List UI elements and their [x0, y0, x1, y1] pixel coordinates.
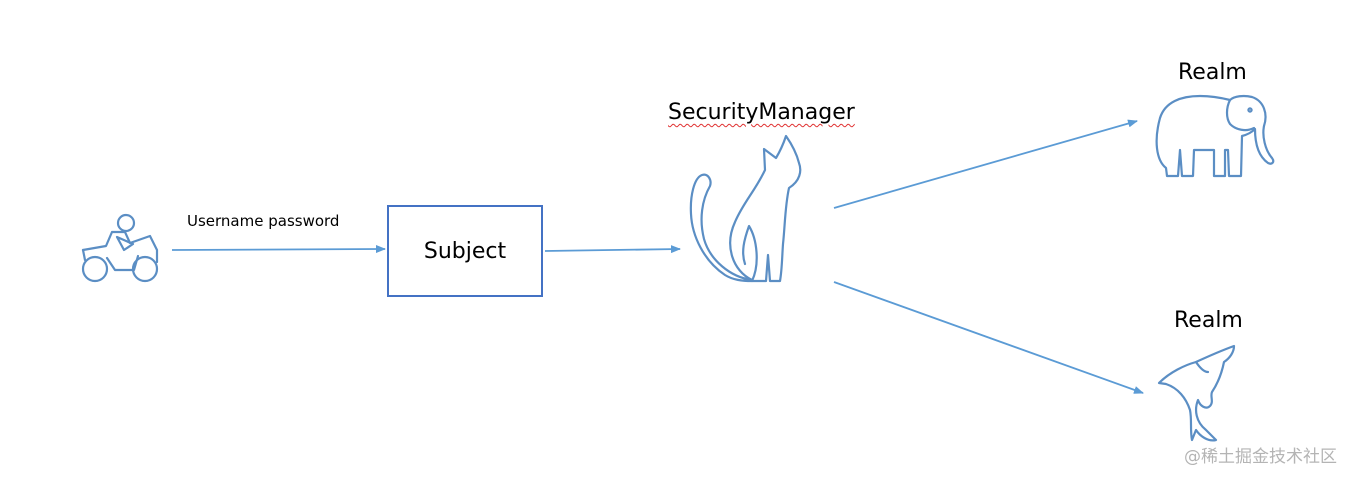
arrow-security-manager-to-realm-2: [833, 281, 1144, 394]
realm-label-2: Realm: [1174, 308, 1243, 333]
arrow-security-manager-to-realm-1: [833, 119, 1138, 209]
elephant-icon: [1155, 94, 1275, 178]
cat-icon: [689, 134, 802, 283]
username-password-label: Username password: [187, 212, 340, 230]
arrow-subject-to-security-manager: [544, 245, 681, 254]
motorcycle-rider-icon: [81, 213, 159, 283]
realm-label-1: Realm: [1178, 60, 1247, 85]
watermark: @稀土掘金技术社区: [1184, 447, 1337, 467]
arrow-user-to-subject: [171, 245, 386, 254]
subject-box: Subject: [387, 205, 543, 297]
subject-label: Subject: [423, 238, 507, 264]
security-manager-label: SecurityManager: [668, 100, 855, 125]
dolphin-icon: [1157, 344, 1236, 442]
